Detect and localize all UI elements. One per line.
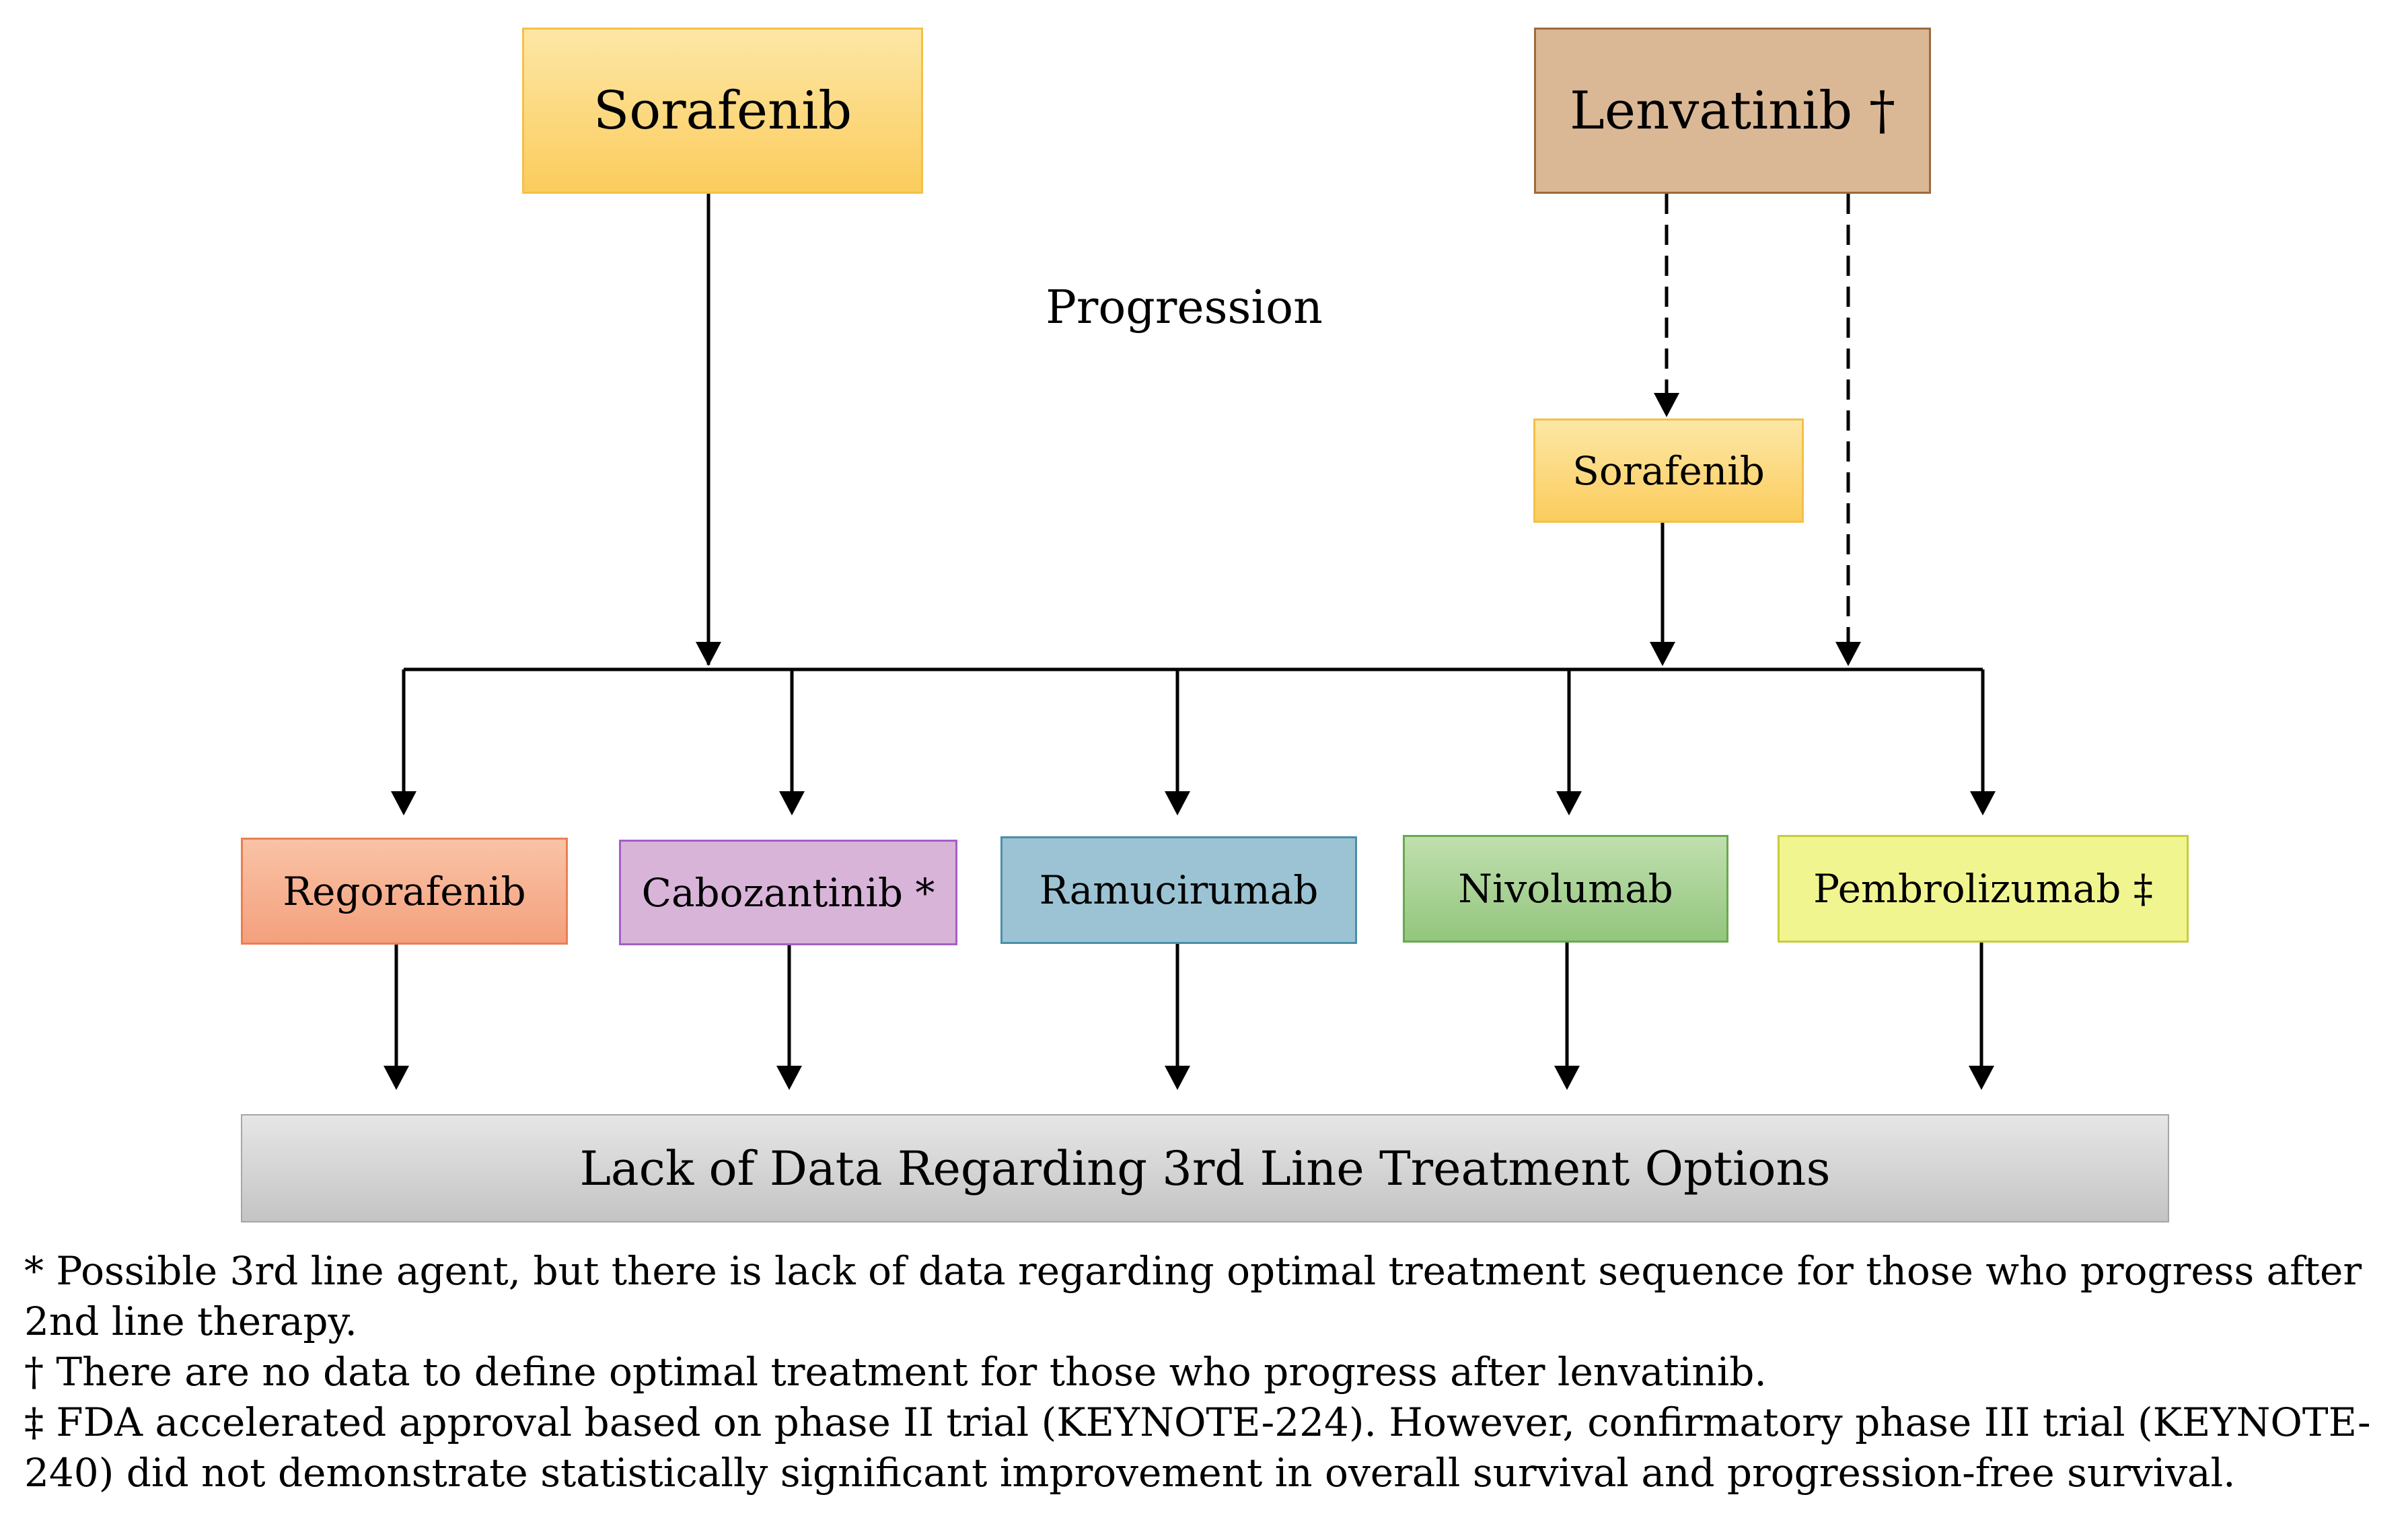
- sorafenib-after-lenvatinib-box: Sorafenib: [1533, 418, 1804, 523]
- ramucirumab-label: Ramucirumab: [1039, 867, 1319, 913]
- arrowhead-bus-to-nivolumab: [1556, 791, 1582, 815]
- footnote-asterisk: * Possible 3rd line agent, but there is …: [24, 1248, 2362, 1345]
- footnote-dagger: † There are no data to define optimal tr…: [24, 1349, 1767, 1395]
- cabozantinib-label: Cabozantinib *: [641, 869, 935, 916]
- arrowhead-ramucirumab-to-lack: [1165, 1066, 1190, 1090]
- sorafenib-after-lenvatinib-label: Sorafenib: [1572, 447, 1765, 494]
- pembrolizumab-label: Pembrolizumab ‡: [1813, 866, 2153, 912]
- arrowhead-cabozantinib-to-lack: [776, 1066, 802, 1090]
- sorafenib-first-line-label: Sorafenib: [593, 80, 852, 141]
- arrowhead-sorafenib-to-bus: [696, 642, 721, 666]
- nivolumab-label: Nivolumab: [1458, 866, 1673, 912]
- sorafenib-first-line-box: Sorafenib: [522, 28, 923, 194]
- regorafenib-box: Regorafenib: [241, 838, 568, 945]
- ramucirumab-box: Ramucirumab: [1000, 836, 1357, 944]
- pembrolizumab-box: Pembrolizumab ‡: [1778, 835, 2189, 943]
- arrowhead-regorafenib-to-lack: [384, 1066, 409, 1090]
- arrowhead-lenvatinib-to-bus: [1835, 642, 1861, 666]
- arrowhead-pembrolizumab-to-lack: [1969, 1066, 1994, 1090]
- arrowhead-bus-to-regorafenib: [391, 791, 416, 815]
- arrowhead-nivolumab-to-lack: [1554, 1066, 1580, 1090]
- lack-of-data-label: Lack of Data Regarding 3rd Line Treatmen…: [579, 1140, 1831, 1196]
- arrowhead-bus-to-cabozantinib: [779, 791, 805, 815]
- arrowhead-sorafenib-mid-to-bus: [1650, 642, 1675, 666]
- nivolumab-box: Nivolumab: [1403, 835, 1728, 943]
- regorafenib-label: Regorafenib: [283, 868, 526, 914]
- arrowhead-bus-to-ramucirumab: [1165, 791, 1190, 815]
- lenvatinib-first-line-box: Lenvatinib †: [1534, 28, 1931, 194]
- progression-label: Progression: [1046, 281, 1323, 334]
- lack-of-data-box: Lack of Data Regarding 3rd Line Treatmen…: [241, 1114, 2169, 1222]
- footnotes: * Possible 3rd line agent, but there is …: [24, 1246, 2393, 1498]
- lenvatinib-first-line-label: Lenvatinib †: [1570, 80, 1895, 141]
- arrowhead-lenvatinib-to-sorafenib: [1654, 393, 1679, 417]
- footnote-double-dagger: ‡ FDA accelerated approval based on phas…: [24, 1399, 2371, 1496]
- cabozantinib-box: Cabozantinib *: [619, 840, 957, 945]
- arrowhead-bus-to-pembrolizumab: [1970, 791, 1996, 815]
